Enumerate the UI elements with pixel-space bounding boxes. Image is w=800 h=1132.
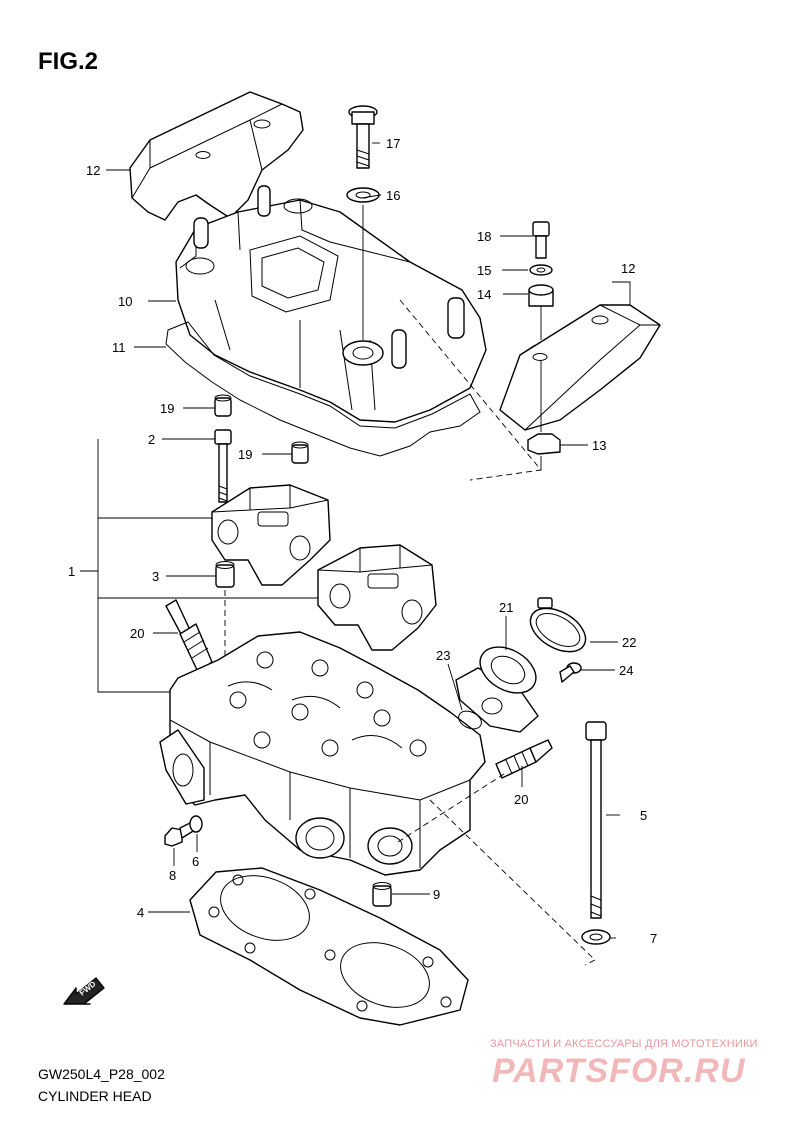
part-5-long-bolt <box>585 721 607 919</box>
callout-21: 21 <box>499 600 513 615</box>
part-6-washer <box>189 815 203 833</box>
fwd-arrow-icon: FWD <box>63 977 105 1005</box>
part-12-cover-plate-left <box>129 91 304 221</box>
watermark-text: ЗАПЧАСТИ И АКСЕССУАРЫ ДЛЯ МОТОТЕХНИКИ <box>490 1038 758 1050</box>
callout-13: 13 <box>592 438 606 453</box>
part-1-camshaft-holder-left <box>211 484 331 586</box>
part-3-dowel-pin <box>215 561 235 588</box>
callout-11: 11 <box>112 340 126 355</box>
callout-12-right: 12 <box>621 261 635 276</box>
callout-1: 1 <box>68 564 75 579</box>
part-9-dowel <box>372 882 392 907</box>
callout-9: 9 <box>433 887 440 902</box>
part-24-screw <box>559 662 582 683</box>
callout-4: 4 <box>137 905 144 920</box>
callout-16: 16 <box>386 188 400 203</box>
part-4-head-gasket <box>189 867 469 1026</box>
callout-22: 22 <box>622 635 636 650</box>
callout-2: 2 <box>148 432 155 447</box>
drawing-code: GW250L4_P28_002 <box>38 1066 165 1082</box>
part-18-bolt <box>532 221 550 259</box>
part-20-spark-plug-left <box>165 599 213 673</box>
part-10-cylinder-head-cover <box>175 185 487 423</box>
part-15-washer <box>529 264 553 276</box>
watermark-logo: PARTSFOR.RU <box>492 1052 746 1090</box>
callout-20-right: 20 <box>514 792 528 807</box>
part-19-dowel-right <box>291 441 309 464</box>
part-14-grommet <box>528 284 554 307</box>
callout-10: 10 <box>118 294 132 309</box>
part-19-dowel-left <box>214 394 232 417</box>
callout-19-right: 19 <box>238 447 252 462</box>
part-11-cover-gasket <box>165 321 481 457</box>
callout-23: 23 <box>436 648 450 663</box>
callout-3: 3 <box>152 569 159 584</box>
callout-24: 24 <box>619 663 633 678</box>
callout-labels: 12 17 16 10 11 19 19 12 18 15 14 13 2 1 … <box>68 136 657 946</box>
callout-17: 17 <box>386 136 400 151</box>
callout-5: 5 <box>640 808 647 823</box>
callout-19-left: 19 <box>160 401 174 416</box>
figure-title: FIG.2 <box>38 48 99 75</box>
part-23-o-ring <box>458 710 482 730</box>
callout-7: 7 <box>650 931 657 946</box>
part-20-spark-plug-right <box>495 739 553 779</box>
callout-8: 8 <box>169 868 176 883</box>
part-16-seal-washer <box>346 187 380 203</box>
part-1-camshaft-holder-right <box>317 544 437 651</box>
callout-18: 18 <box>477 229 491 244</box>
callout-14: 14 <box>477 287 491 302</box>
drawing-name: CYLINDER HEAD <box>38 1088 152 1104</box>
part-12-cover-plate-right <box>499 304 661 431</box>
part-17-cover-bolt <box>348 105 378 169</box>
part-7-washer <box>581 929 611 945</box>
part-21-intake-pipe <box>455 646 539 733</box>
callout-12-left: 12 <box>86 163 100 178</box>
leader-lines <box>80 142 631 939</box>
part-2-holder-bolt <box>214 429 232 503</box>
part-13-nut <box>527 433 561 455</box>
part-1-cylinder-head <box>159 631 486 876</box>
callout-15: 15 <box>477 263 491 278</box>
part-22-clamp <box>529 597 587 653</box>
callout-20-left: 20 <box>130 626 144 641</box>
callout-6: 6 <box>192 854 199 869</box>
